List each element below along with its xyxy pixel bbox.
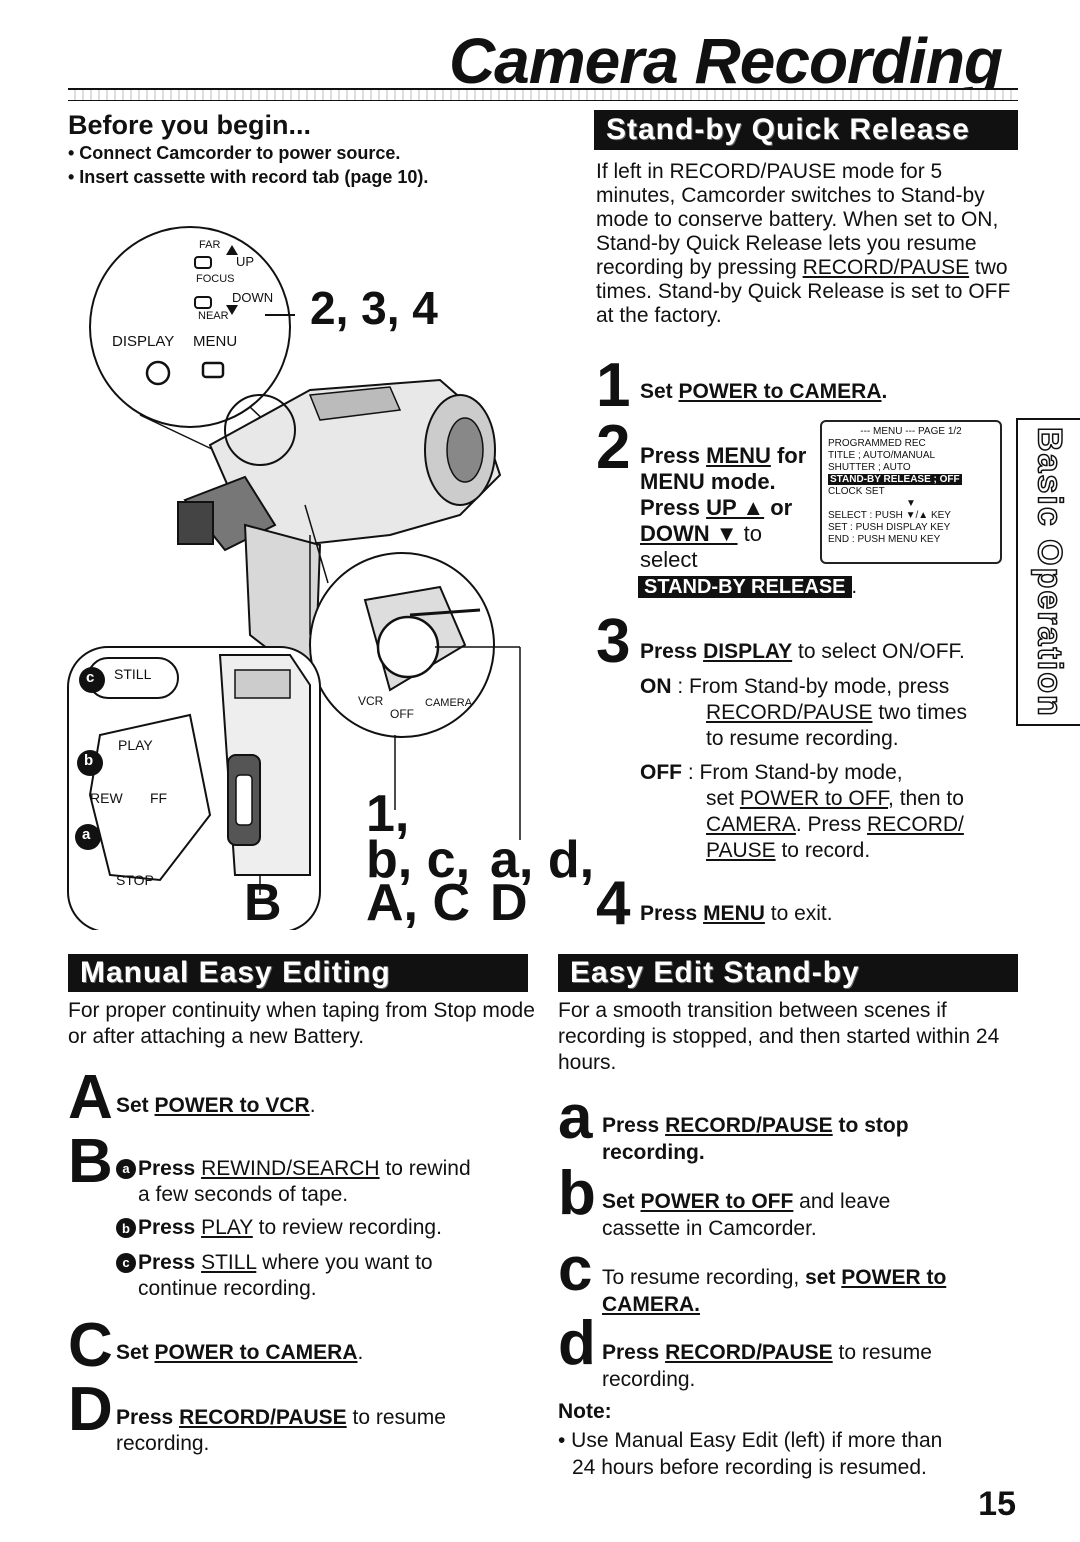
manual-intro: For proper continuity when taping from S… bbox=[68, 999, 535, 1048]
step-3-text: Press DISPLAY to select ON/OFF. bbox=[640, 640, 965, 663]
near-label: NEAR bbox=[198, 310, 229, 322]
step-4-number: 4 bbox=[596, 869, 631, 938]
standby-banner: Stand-by Quick Release bbox=[594, 110, 1018, 150]
step-1-text: Set POWER to CAMERA. bbox=[640, 380, 888, 403]
focus-label: FOCUS bbox=[196, 273, 235, 285]
off-label: OFF bbox=[390, 707, 414, 721]
camera-label: CAMERA bbox=[425, 697, 473, 709]
easy-intro: For a smooth transition between scenes i… bbox=[558, 999, 1000, 1074]
camcorder-illustration bbox=[67, 226, 521, 930]
vcr-label: VCR bbox=[358, 694, 384, 708]
callout-1: 1, bbox=[366, 785, 410, 843]
badge-b: b bbox=[84, 752, 94, 769]
standby-release-highlight: STAND-BY RELEASE. bbox=[638, 576, 857, 599]
badge-a: a bbox=[82, 826, 91, 843]
badge-c: c bbox=[86, 669, 95, 686]
step-A-text: Set POWER to VCR. bbox=[116, 1094, 316, 1117]
step-b-letter: b bbox=[558, 1159, 596, 1228]
callout-bc: b, c, bbox=[366, 831, 471, 889]
callout-ad: a, d, bbox=[490, 831, 595, 889]
step-3-number: 3 bbox=[596, 607, 631, 676]
step-d-letter: d bbox=[558, 1309, 596, 1378]
off-option: OFF : From Stand-by mode, set POWER to O… bbox=[640, 761, 964, 862]
step-1-number: 1 bbox=[596, 351, 631, 420]
step-c-letter: c bbox=[558, 1235, 593, 1304]
step-A-letter: A bbox=[68, 1063, 113, 1132]
note-text: • Use Manual Easy Edit (left) if more th… bbox=[558, 1429, 943, 1479]
page-title: Camera Recording bbox=[448, 25, 1003, 97]
step-C-letter: C bbox=[68, 1311, 113, 1380]
before-heading: Before you begin... bbox=[68, 110, 312, 140]
step-D-text: Press RECORD/PAUSE to resume recording. bbox=[116, 1406, 446, 1455]
play-label: PLAY bbox=[118, 737, 153, 753]
step-b-text: Set POWER to OFF and leave cassette in C… bbox=[602, 1190, 891, 1240]
display-label: DISPLAY bbox=[112, 333, 175, 350]
down-label: DOWN bbox=[232, 290, 274, 305]
page-number: 15 bbox=[978, 1485, 1016, 1523]
callout-D: D bbox=[490, 874, 528, 932]
up-label: UP bbox=[236, 254, 255, 269]
header-rule bbox=[68, 88, 1018, 101]
manual-edit-banner: Manual Easy Editing bbox=[68, 954, 528, 992]
stop-label: STOP bbox=[116, 872, 154, 888]
section-tab: Basic Operation bbox=[1016, 418, 1080, 726]
still-label: STILL bbox=[114, 666, 152, 682]
step-C-text: Set POWER to CAMERA. bbox=[116, 1341, 364, 1364]
ff-label: FF bbox=[150, 790, 168, 806]
callout-B: B bbox=[244, 874, 282, 932]
on-option: ON : From Stand-by mode, press RECORD/PA… bbox=[640, 675, 968, 750]
far-label: FAR bbox=[199, 239, 221, 251]
before-item: • Insert cassette with record tab (page … bbox=[68, 167, 429, 187]
step-a-letter: a bbox=[558, 1083, 593, 1152]
easy-edit-banner: Easy Edit Stand-by bbox=[558, 954, 1018, 992]
step-2-text: Press MENU for MENU mode. Press UP ▲ or … bbox=[640, 443, 807, 572]
before-item: • Connect Camcorder to power source. bbox=[68, 143, 401, 163]
step-2-number: 2 bbox=[596, 413, 631, 482]
step-c-text: To resume recording, set POWER to CAMERA… bbox=[602, 1266, 947, 1316]
step-B-letter: B bbox=[68, 1127, 113, 1196]
menu-screen: --- MENU --- PAGE 1/2 PROGRAMMED REC TIT… bbox=[820, 420, 1002, 564]
step-d-text: Press RECORD/PAUSE to resume recording. bbox=[602, 1341, 932, 1391]
note-heading: Note: bbox=[558, 1400, 612, 1423]
callout-2-3-4: 2, 3, 4 bbox=[310, 282, 438, 334]
step-D-letter: D bbox=[68, 1375, 113, 1444]
menu-label: MENU bbox=[193, 333, 238, 350]
step-4-text: Press MENU to exit. bbox=[640, 902, 833, 925]
callout-AC: A, C bbox=[366, 874, 470, 932]
standby-intro: If left in RECORD/PAUSE mode for 5 minut… bbox=[596, 160, 1011, 327]
step-a-text: Press RECORD/PAUSE to stop recording. bbox=[602, 1114, 909, 1164]
rew-label: REW bbox=[90, 790, 123, 806]
